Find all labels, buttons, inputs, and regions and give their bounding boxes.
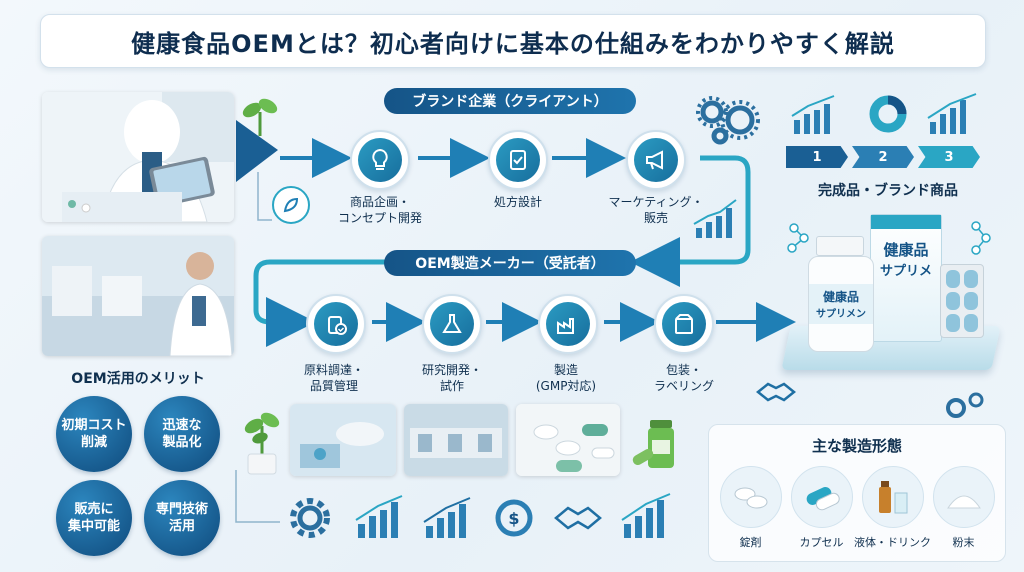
brand-client-label: ブランド企業（クライアント） xyxy=(412,94,608,110)
finished-product-label: 完成品・ブランド商品 xyxy=(818,183,958,199)
lab-illustration xyxy=(42,236,234,356)
gear-icon xyxy=(290,498,330,538)
growth-bar-icon xyxy=(624,500,664,538)
brand-client-pill: ブランド企業（クライアント） xyxy=(384,88,636,114)
brand-step-planning xyxy=(344,130,416,190)
clipboard-check-icon xyxy=(510,150,526,170)
bar-chart-icon xyxy=(358,502,398,538)
form-item-tablet: 錠剤 xyxy=(717,466,785,550)
merit-fast-launch: 迅速な製品化 xyxy=(144,396,220,472)
product-box: 健康品 サプリメ xyxy=(870,214,942,342)
result-number-3: 3 xyxy=(918,146,980,168)
plant-icon xyxy=(238,92,282,142)
brand-step-marketing-label: マーケティング・ 販売 xyxy=(608,195,704,225)
forms-title: 主な製造形態 xyxy=(811,437,902,455)
handshake-icon xyxy=(756,382,796,402)
doctor-tablet-photo xyxy=(42,92,234,222)
oem-step-research-label: 研究開発・ 試作 xyxy=(421,363,482,393)
result-number-bar: 1 2 3 xyxy=(786,146,986,168)
merit-sales-focus: 販売に集中可能 xyxy=(56,480,132,556)
molecule-icons xyxy=(787,221,991,255)
result-number-1: 1 xyxy=(786,146,848,168)
gears-icon xyxy=(696,96,760,145)
bottom-icon-row: $ xyxy=(290,493,671,538)
factory-line-photo xyxy=(404,404,508,476)
form-item-capsule: カプセル xyxy=(788,466,856,550)
form-item-powder: 粉末 xyxy=(930,466,998,550)
growth-chart-icon xyxy=(693,199,737,238)
flask-icon xyxy=(442,314,462,333)
oem-maker-pill: OEM製造メーカー（受託者） xyxy=(384,250,636,276)
brand-step-formulation-label: 処方設計 xyxy=(493,195,542,209)
gears-small-icon xyxy=(946,392,984,418)
package-icon xyxy=(675,314,693,334)
result-number-2: 2 xyxy=(852,146,914,168)
lab-researcher-photo xyxy=(42,236,234,356)
oem-step-packaging xyxy=(654,294,714,354)
brand-step-marketing xyxy=(620,130,692,190)
lab-gloves-photo xyxy=(290,404,396,476)
jar-check-icon xyxy=(328,316,347,335)
brand-step-formulation xyxy=(482,130,554,190)
lightbulb-icon xyxy=(372,148,388,170)
oem-maker-label: OEM製造メーカー（受託者） xyxy=(415,256,605,272)
capsule-icon xyxy=(806,487,840,511)
pills-photo xyxy=(516,404,620,476)
forms-box: 主な製造形態 錠剤 カプセル 液体・ドリンク 粉末 xyxy=(708,424,1006,562)
oem-step-manufacturing-label: 製造 (GMP対応) xyxy=(535,363,597,393)
oem-step-sourcing-label: 原料調達・ 品質管理 xyxy=(303,363,364,393)
factory-icon xyxy=(557,318,574,334)
line-chart-icon xyxy=(426,504,466,538)
blister-pack xyxy=(940,264,984,338)
dollar-cycle-icon: $ xyxy=(495,499,533,537)
drink-icon xyxy=(878,481,907,514)
form-item-drink: 液体・ドリンク xyxy=(854,466,931,550)
plant-pot-icon xyxy=(240,404,284,480)
oem-step-manufacturing xyxy=(538,294,598,354)
result-charts-icons xyxy=(791,93,977,134)
oem-step-packaging-label: 包装・ ラベリング xyxy=(653,363,714,393)
handshake-bottom-icon xyxy=(554,506,602,530)
supplement-bottle: 健康品 サプリメン xyxy=(808,236,874,352)
brand-step-planning-label: 商品企画・ コンセプト開発 xyxy=(337,195,422,225)
title-box: 健康食品OEMとは？初心者向けに基本の仕組みをわかりやすく解説 xyxy=(40,14,986,68)
forms-list: 錠剤 カプセル 液体・ドリンク 粉末 xyxy=(709,466,1005,550)
oem-step-research xyxy=(422,294,482,354)
oem-step-sourcing xyxy=(306,294,366,354)
product-showcase: 健康品 サプリメ 健康品 サプリメン xyxy=(780,208,1001,388)
powder-icon xyxy=(946,495,981,509)
leaf-badge-icon xyxy=(272,186,310,224)
megaphone-icon xyxy=(646,150,663,170)
merit-expertise: 専門技術活用 xyxy=(144,480,220,556)
tablet-icon xyxy=(734,487,767,509)
capsule-bottle-icon xyxy=(628,414,678,478)
merits-title: OEM活用のメリット xyxy=(71,371,205,387)
merit-cost-reduction: 初期コスト削減 xyxy=(56,396,132,472)
doctor-illustration xyxy=(42,92,234,222)
svg-text:$: $ xyxy=(508,509,519,528)
page-title: 健康食品OEMとは？初心者向けに基本の仕組みをわかりやすく解説 xyxy=(131,29,895,58)
